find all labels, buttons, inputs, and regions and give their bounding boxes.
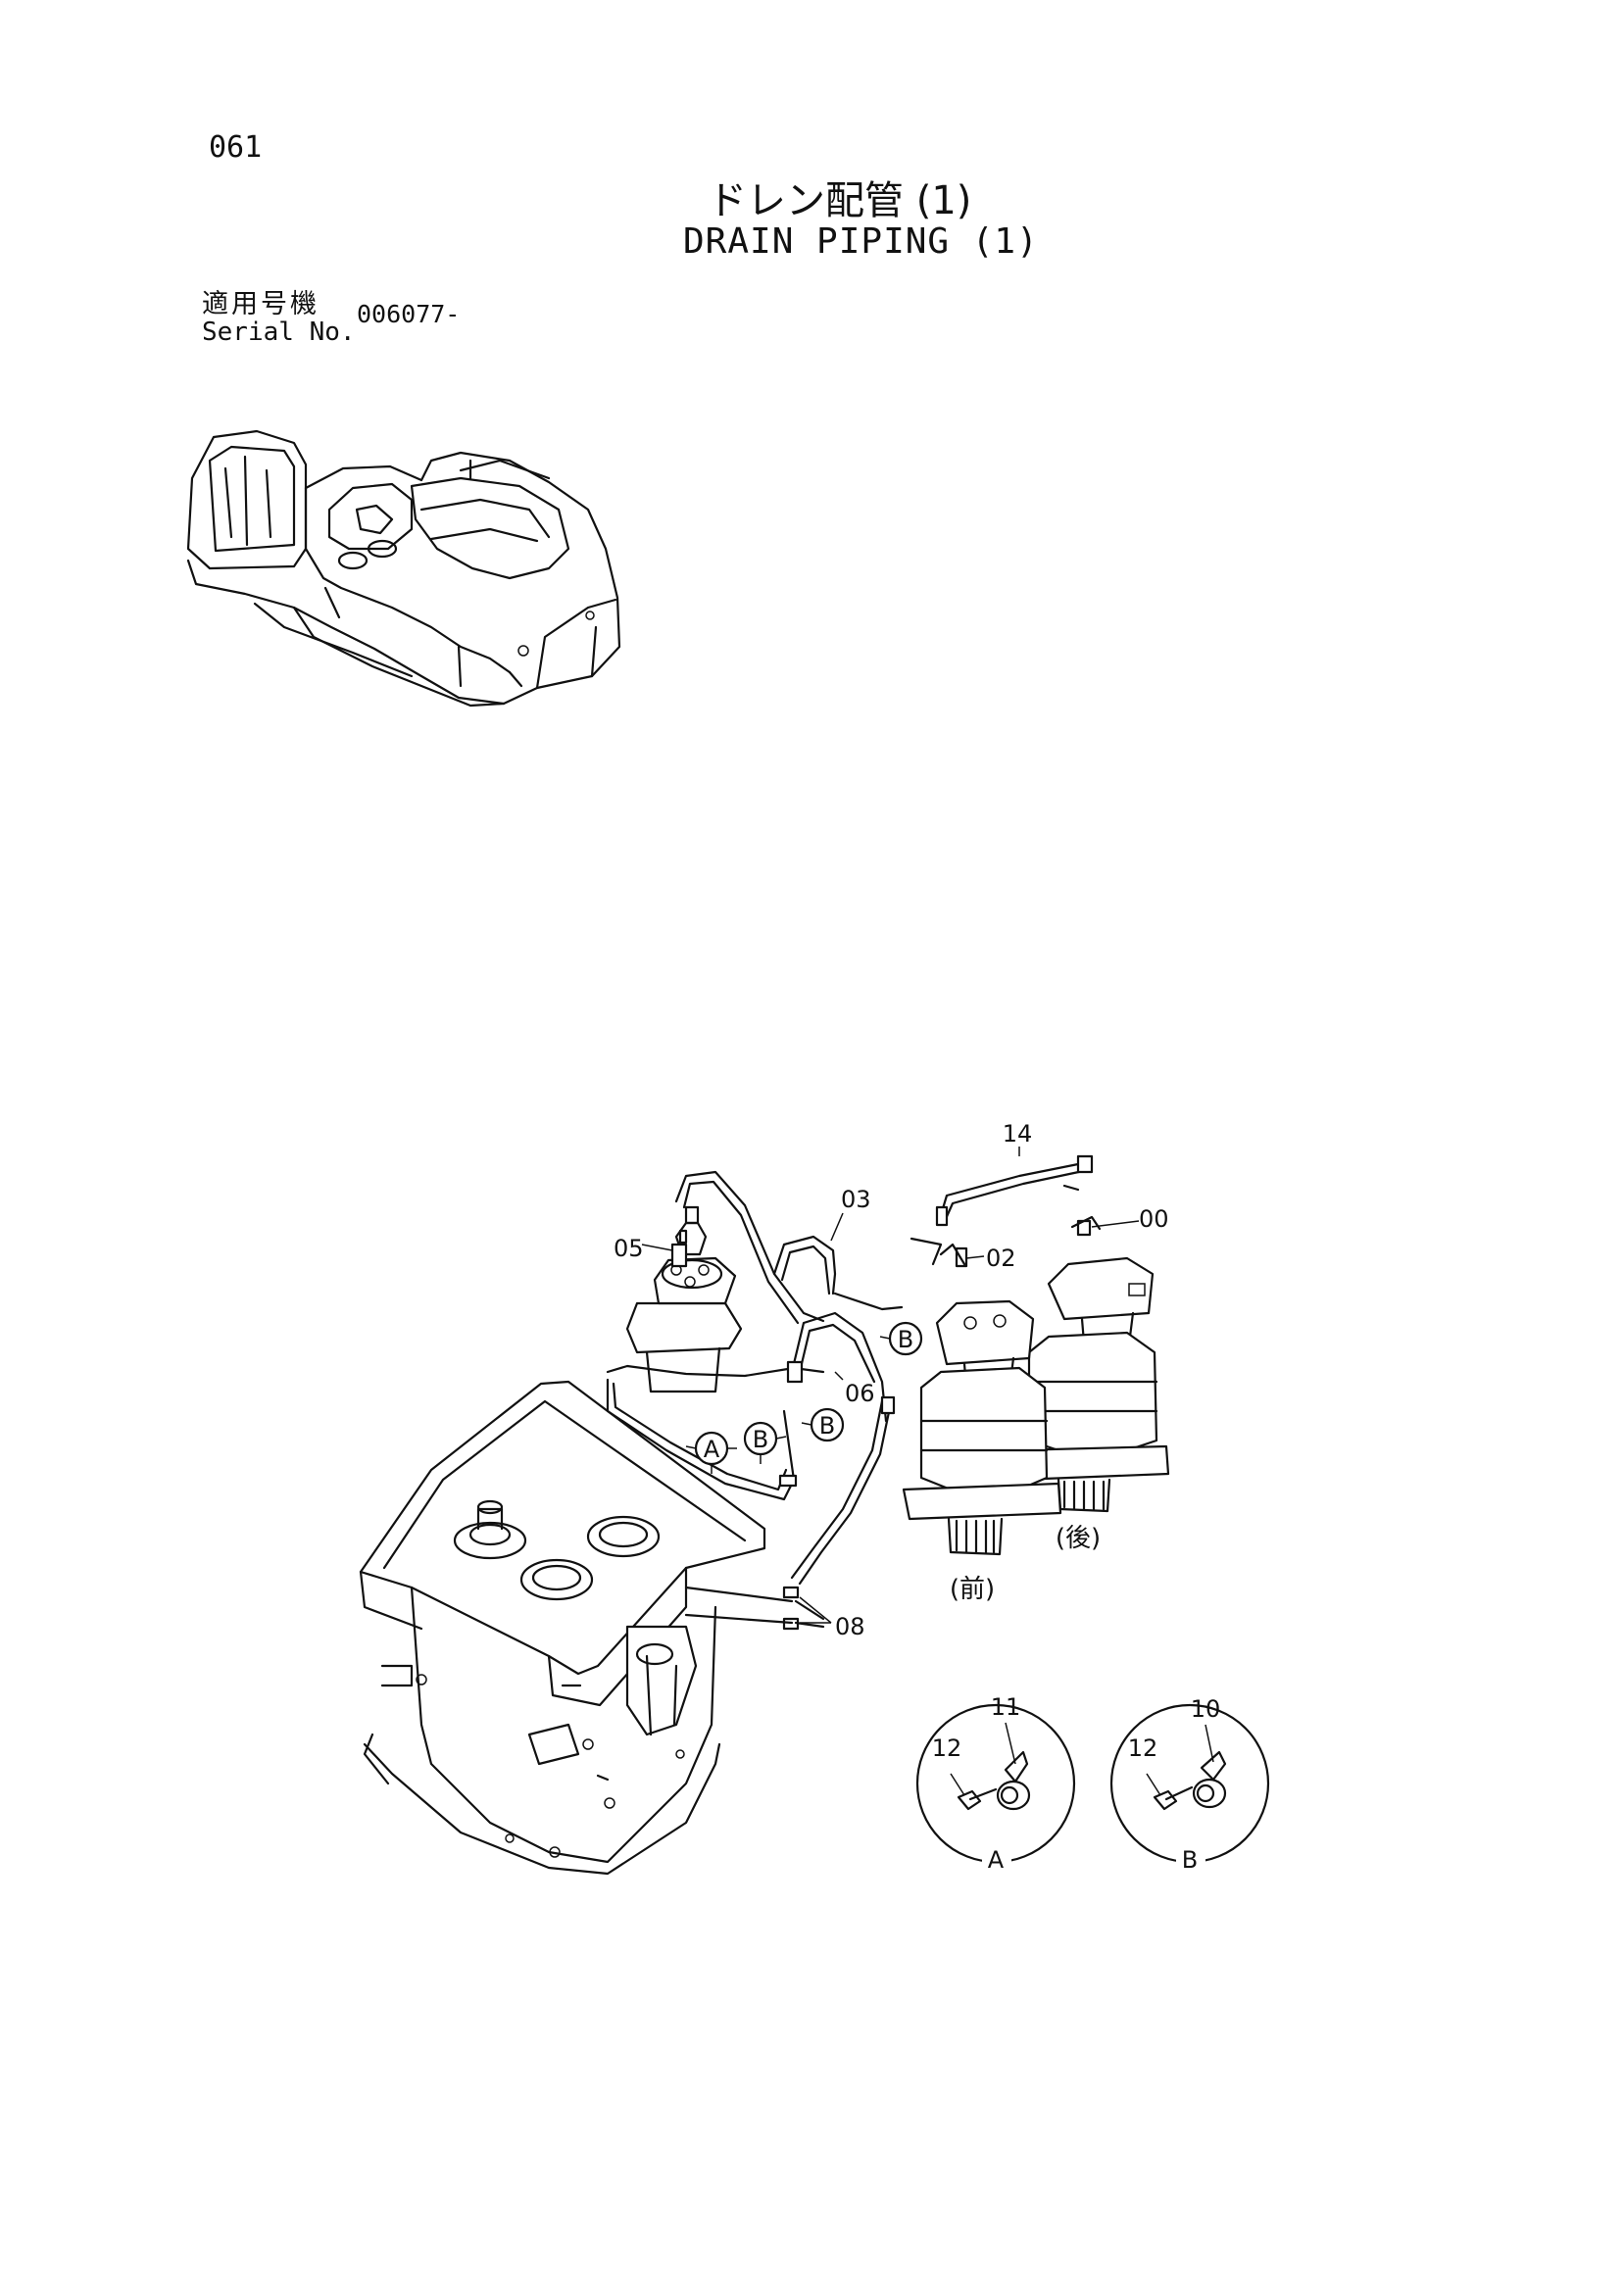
fittings-and-brackets: [670, 1154, 1102, 1631]
callout-14: 14: [1003, 1120, 1033, 1148]
swing-reduction-gear-rear: [1011, 1256, 1170, 1513]
label-rear: (後): [1056, 1524, 1101, 1553]
detail-a-label: A: [988, 1846, 1005, 1874]
callout-12-detail-a: 12: [932, 1734, 962, 1762]
excavator-overview-illustration: [186, 429, 621, 708]
callout-11: 11: [991, 1693, 1021, 1721]
callout-08: 08: [835, 1613, 865, 1640]
callout-00: 00: [1139, 1205, 1169, 1233]
marker-b-3: B: [879, 1321, 923, 1356]
callout-02: 02: [986, 1245, 1016, 1272]
detail-view-b: 10 12 B: [1109, 1695, 1270, 1874]
marker-a-label: A: [704, 1436, 720, 1463]
page-number: 061: [209, 130, 263, 165]
marker-b-label: B: [819, 1412, 835, 1440]
detail-view-a: 11 12 A: [915, 1693, 1076, 1874]
callout-10: 10: [1191, 1695, 1221, 1723]
serial-label-japanese: 適用号機: [202, 289, 320, 319]
swing-motor-left: [625, 1205, 743, 1393]
marker-b-label: B: [753, 1426, 768, 1453]
marker-b-label: B: [898, 1326, 913, 1353]
leader-lines: [641, 1147, 1140, 1624]
marker-a: A: [685, 1431, 737, 1474]
callout-06: 06: [845, 1380, 875, 1407]
callout-03: 03: [841, 1186, 871, 1213]
label-front: (前): [950, 1575, 995, 1604]
serial-label-english: Serial No.: [202, 318, 356, 347]
hydraulic-tank-assembly: [359, 1380, 766, 1876]
swing-reduction-gear-front: [902, 1299, 1062, 1556]
serial-number-value: 006077-: [357, 300, 461, 328]
page-title-english: DRAIN PIPING (1): [683, 221, 1039, 262]
page-title-japanese: ドレン配管 (1): [708, 178, 972, 223]
detail-b-label: B: [1182, 1846, 1198, 1874]
callout-12-detail-b: 12: [1128, 1734, 1158, 1762]
marker-b-1: B: [743, 1421, 787, 1464]
marker-b-2: B: [801, 1407, 845, 1442]
callout-05: 05: [614, 1235, 644, 1262]
